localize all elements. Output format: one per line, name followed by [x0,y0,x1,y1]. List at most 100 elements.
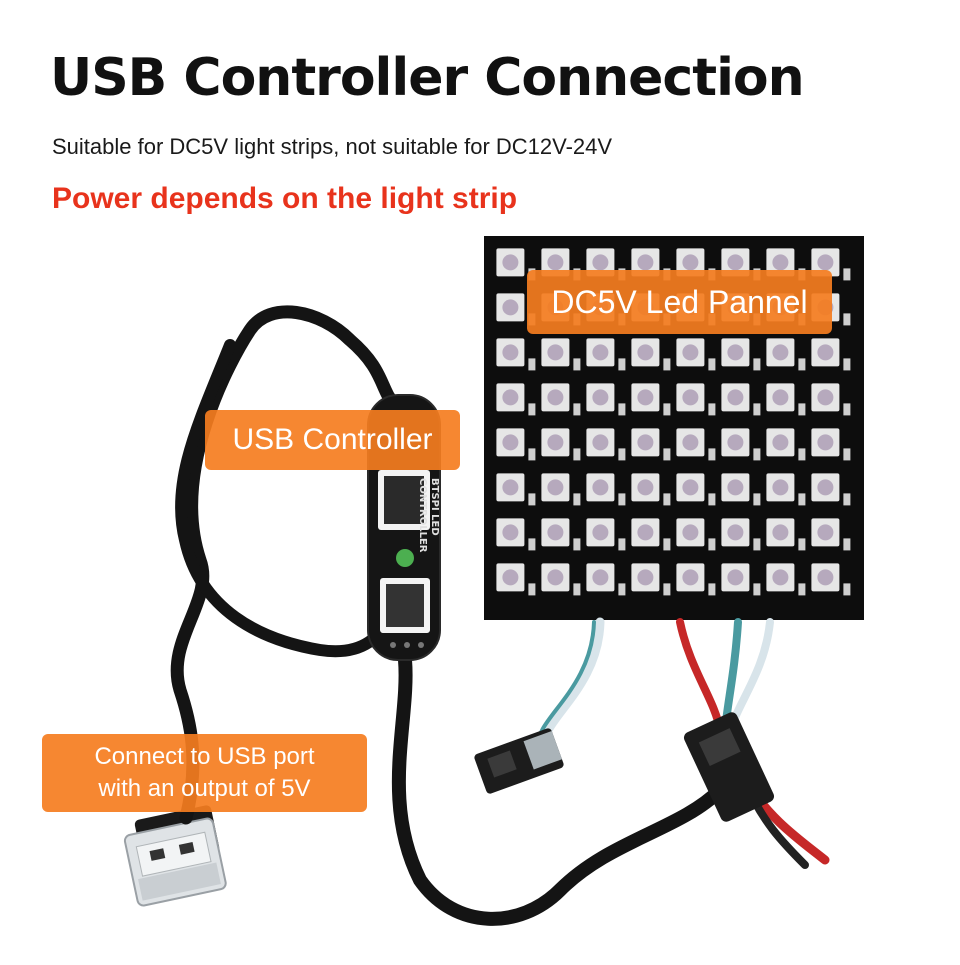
capacitor [573,493,581,506]
capacitor [618,538,626,551]
capacitor [798,493,806,506]
led-lens [817,524,834,541]
capacitor [573,583,581,596]
led-lens [502,479,519,496]
led-lens [727,434,744,451]
capacitor [573,538,581,551]
capacitor [663,403,671,416]
led-lens [817,254,834,271]
usb-controller-label-text: USB Controller [232,423,433,456]
capacitor [663,583,671,596]
led-lens [502,254,519,271]
led-lens [772,344,789,361]
led-lens [817,389,834,406]
capacitor [528,583,536,596]
led-lens [547,254,564,271]
led-lens [637,524,654,541]
capacitor [663,538,671,551]
capacitor [753,403,761,416]
led-lens [637,479,654,496]
led-lens [592,254,609,271]
capacitor [843,538,851,551]
led-lens [682,479,699,496]
led-lens [772,434,789,451]
capacitor [528,358,536,371]
led-lens [772,524,789,541]
capacitor [798,583,806,596]
led-lens [502,299,519,316]
capacitor [708,583,716,596]
led-lens [772,479,789,496]
usb-plug [123,805,227,907]
capacitor [528,448,536,461]
led-lens [772,569,789,586]
capacitor [573,403,581,416]
usb-port-label: Connect to USB port with an output of 5V [42,734,367,812]
capacitor [618,358,626,371]
led-lens [727,344,744,361]
led-lens [727,479,744,496]
led-lens [502,344,519,361]
led-panel-label: DC5V Led Pannel [527,270,832,334]
led-lens [547,434,564,451]
led-lens [637,344,654,361]
capacitor [528,403,536,416]
capacitor [798,403,806,416]
capacitor [843,358,851,371]
led-lens [502,524,519,541]
capacitor [753,358,761,371]
led-lens [547,569,564,586]
capacitor [708,358,716,371]
capacitor [663,448,671,461]
led-lens [502,569,519,586]
led-lens [547,344,564,361]
led-lens [502,389,519,406]
led-lens [592,569,609,586]
capacitor [663,493,671,506]
led-lens [727,569,744,586]
led-lens [502,434,519,451]
led-lens [682,254,699,271]
capacitor [843,313,851,326]
capacitor [798,358,806,371]
capacitor [753,583,761,596]
capacitor [708,448,716,461]
capacitor [708,403,716,416]
led-lens [817,479,834,496]
led-lens [547,479,564,496]
led-lens [682,524,699,541]
usb-controller-label: USB Controller [205,410,460,470]
led-lens [547,524,564,541]
led-lens [592,479,609,496]
led-lens [727,389,744,406]
capacitor [618,403,626,416]
led-lens [727,254,744,271]
led-lens [637,254,654,271]
capacitor [798,448,806,461]
capacitor [753,538,761,551]
capacitor [573,358,581,371]
capacitor [528,538,536,551]
led-lens [592,524,609,541]
capacitor [843,583,851,596]
capacitor [708,493,716,506]
panel-wires [536,617,830,869]
controller-device-line1: BTSPI LED [429,478,440,536]
capacitor [843,403,851,416]
capacitor [843,493,851,506]
capacitor [663,358,671,371]
led-lens [592,344,609,361]
led-lens [772,389,789,406]
usb-cable [170,305,727,926]
led-lens [637,434,654,451]
capacitor [618,448,626,461]
jst-connector-female [683,712,775,822]
capacitor [708,538,716,551]
controller-device-line2: CONTROLLER [417,478,428,553]
jst-connector-male [474,728,564,794]
led-lens [682,389,699,406]
usb-port-label-line2: with an output of 5V [98,775,311,802]
led-lens [682,569,699,586]
